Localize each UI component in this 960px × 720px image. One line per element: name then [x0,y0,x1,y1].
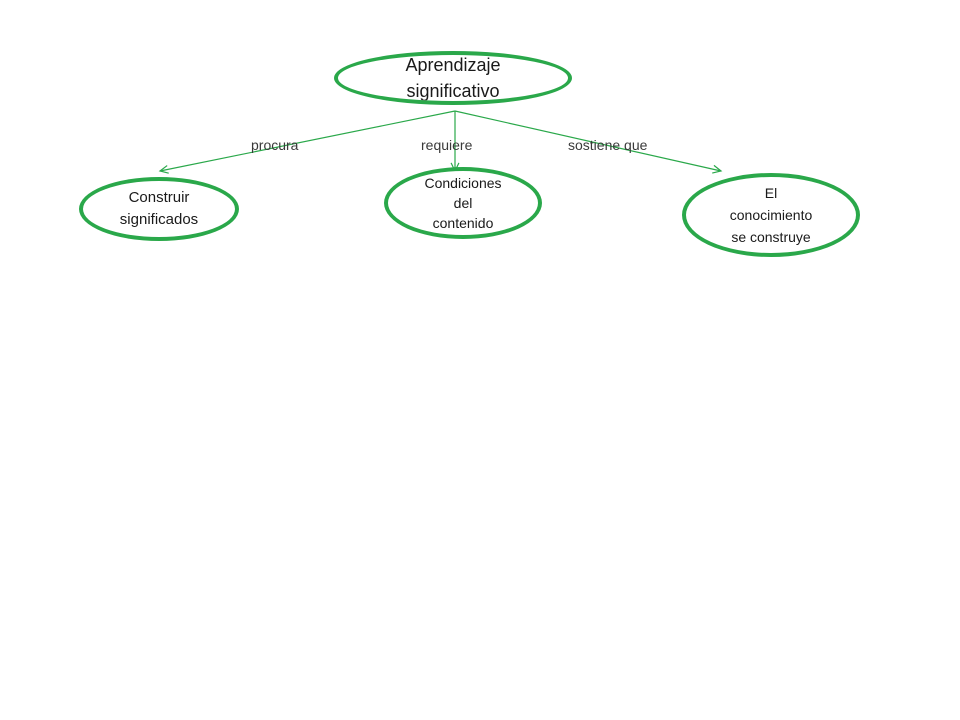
link-label-procura: procura [251,137,299,153]
concept-node-el-conocimiento-se-construye[interactable]: El conocimiento se construye [682,173,860,257]
link-procura-line [159,110,456,172]
concept-text-root: Aprendizaje significativo [405,55,501,101]
concept-text-construir-significados: Construir significados [119,189,199,228]
link-label-requiere: requiere [421,137,473,153]
concept-text-condiciones-del-contenido: Condiciones del contenido [424,175,502,231]
link-label-sostiene-que: sostiene que [568,137,648,153]
concept-node-construir-significados[interactable]: Construir significados [79,177,239,241]
link-procura-arrowhead [158,165,169,174]
concept-node-root[interactable]: Aprendizaje significativo [334,51,572,105]
link-sostiene-que-line [454,110,722,172]
link-sostiene-que-arrowhead [712,164,723,174]
concept-node-condiciones-del-contenido[interactable]: Condiciones del contenido [384,167,542,239]
concept-text-el-conocimiento-se-construye: El conocimiento se construye [729,185,813,245]
